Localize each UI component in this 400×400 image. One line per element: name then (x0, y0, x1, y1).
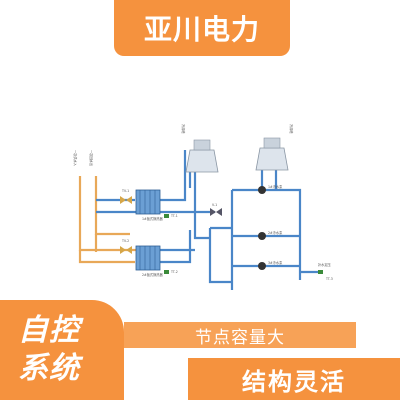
cooling-tower-2 (255, 137, 289, 171)
valve-tv2 (120, 246, 132, 254)
label-tt-3: TT-3 (325, 277, 333, 281)
label-pump-3: 3#冷水泵 (268, 260, 283, 265)
feature-bar-1: 节点容量大 (124, 322, 356, 348)
feature-text-2: 结构灵活 (242, 367, 346, 396)
sensor-tt1 (164, 214, 169, 218)
label-return-out: 一次回水出 (89, 150, 94, 166)
label-tv-2: TV-2 (121, 239, 129, 243)
label-v-1: V-1 (212, 203, 217, 207)
heat-exchanger-1 (135, 189, 161, 215)
tag-line-1: 自控 (18, 313, 80, 348)
feature-bar-2: 结构灵活 (188, 358, 400, 400)
brand-title: 亚川电力 (143, 13, 260, 46)
label-supply-in: 一次供水入 (73, 150, 78, 167)
label-makeup: 补水定压 (318, 262, 332, 267)
label-tower-1: 冷却塔 (181, 124, 186, 134)
cooling-tower-1 (185, 139, 219, 173)
sensor-tt3 (318, 270, 323, 274)
label-hx-1: 1#板式换热器 (142, 216, 163, 221)
heat-exchanger-2 (135, 245, 161, 271)
primary-pipes-lower (78, 234, 135, 264)
label-tv-1: TV-1 (121, 189, 129, 193)
brand-banner: 亚川电力 (114, 0, 290, 56)
label-tt-2: TT-2 (170, 270, 178, 274)
label-hx-2: 2#板式换热器 (142, 272, 163, 277)
tag-line-2: 系统 (18, 351, 80, 386)
label-tt-1: TT-1 (170, 214, 178, 218)
label-pump-2: 2#冷水泵 (268, 230, 283, 235)
pump-2 (258, 232, 266, 240)
pump-1 (258, 186, 266, 194)
feature-text-1: 节点容量大 (195, 327, 285, 348)
system-tag: 自控 系统 (0, 300, 124, 400)
valve-tv1 (120, 196, 132, 204)
label-tower-2: 冷却塔 (289, 124, 294, 134)
label-pump-1: 1#冷水泵 (268, 184, 283, 189)
sensor-tt2 (164, 270, 169, 274)
valve-v1 (210, 208, 222, 216)
pump-3 (258, 262, 266, 270)
